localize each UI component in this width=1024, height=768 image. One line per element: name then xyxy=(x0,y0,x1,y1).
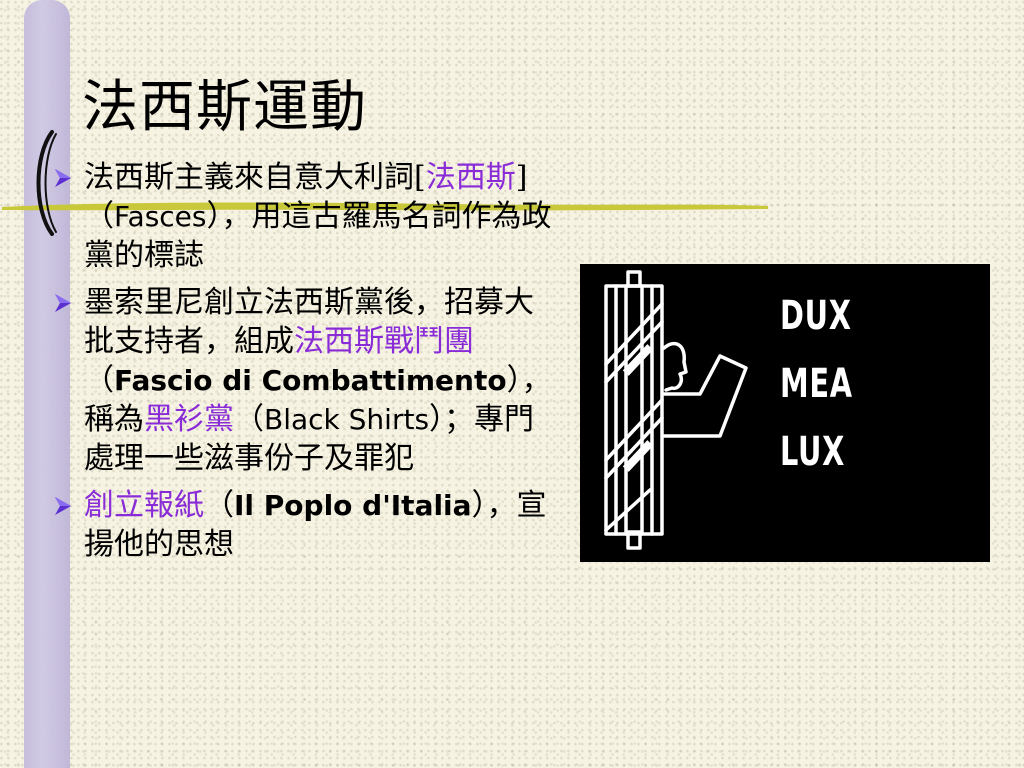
paren-open: （ xyxy=(204,488,234,523)
poster-line: MEA xyxy=(780,361,853,407)
highlight-term: 黑衫黨 xyxy=(144,402,234,437)
paren-close: ） xyxy=(506,363,522,398)
latin-term-bold: Fascio di Combattimento xyxy=(114,364,507,397)
text-segment: ；專門處理一些滋事份子及罪犯 xyxy=(84,402,535,476)
text-segment: 法西斯主義來自意大利詞 xyxy=(84,160,414,195)
text-segment: ，用這古羅馬名詞作為政黨的標誌 xyxy=(84,199,552,273)
paren-open: （ xyxy=(234,402,264,437)
bullet-list: 法西斯主義來自意大利詞[法西斯]（Fasces），用這古羅馬名詞作為政黨的標誌 … xyxy=(52,158,552,572)
fasces-poster-image: DUX MEA LUX xyxy=(580,264,990,562)
poster-slogan: DUX MEA LUX xyxy=(780,282,853,486)
decorative-vertical-bar xyxy=(24,0,70,768)
text-segment: ，稱為 xyxy=(84,363,552,437)
highlight-term: 法西斯 xyxy=(425,160,516,195)
decorative-bracket-icon xyxy=(36,130,57,236)
highlight-term: 法西斯戰鬥團 xyxy=(294,324,474,359)
text-segment: ，宣揚他的思想 xyxy=(84,488,547,562)
latin-term-bold: Il Poplo d'Italia xyxy=(234,489,472,522)
paren-close: ） xyxy=(471,488,487,523)
bullet-item: 創立報紙（Il Poplo d'Italia），宣揚他的思想 xyxy=(52,486,552,564)
bracket-open: [ xyxy=(414,160,426,195)
bullet-item: 法西斯主義來自意大利詞[法西斯] （Fasces），用這古羅馬名詞作為政黨的標誌 xyxy=(52,158,552,275)
text-segment: 墨索里尼創立法西斯黨後，招募大批支持者，組成 xyxy=(84,285,534,359)
bullet-text: 法西斯主義來自意大利詞[法西斯] （Fasces），用這古羅馬名詞作為政黨的標誌 xyxy=(84,160,552,273)
fasces-icon xyxy=(604,270,748,550)
slide-title: 法西斯運動 xyxy=(82,75,367,140)
paren-open: （ xyxy=(84,363,114,398)
arrow-bullet-icon xyxy=(55,497,71,515)
bullet-item: 墨索里尼創立法西斯黨後，招募大批支持者，組成法西斯戰鬥團（Fascio di C… xyxy=(52,283,552,478)
latin-term: Black Shirts xyxy=(264,403,430,436)
poster-line: LUX xyxy=(780,429,846,475)
paren-close: ） xyxy=(429,402,445,437)
latin-term: Fasces xyxy=(114,200,207,233)
paren-open: （ xyxy=(84,199,114,234)
paren-close: ） xyxy=(206,199,222,234)
bullet-text: 墨索里尼創立法西斯黨後，招募大批支持者，組成法西斯戰鬥團（Fascio di C… xyxy=(84,285,552,476)
decorative-brush-stroke xyxy=(2,202,768,211)
arrow-bullet-icon xyxy=(55,169,71,187)
bracket-close: ] xyxy=(515,160,528,195)
highlight-term: 創立報紙 xyxy=(84,488,204,523)
arrow-bullet-icon xyxy=(55,294,71,312)
poster-line: DUX xyxy=(780,293,852,339)
bullet-text: 創立報紙（Il Poplo d'Italia），宣揚他的思想 xyxy=(84,488,547,562)
